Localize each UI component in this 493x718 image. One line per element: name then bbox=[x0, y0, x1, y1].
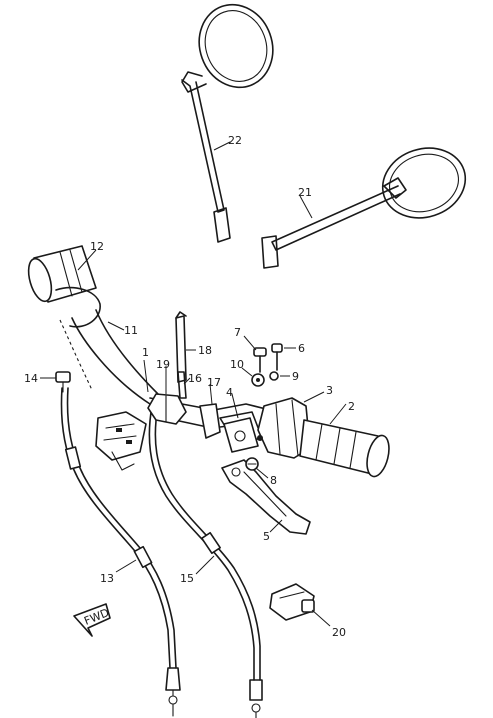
right-switch-housing-3[interactable] bbox=[257, 397, 311, 459]
callout-14: 14 bbox=[24, 372, 38, 385]
pivot-bolt-8[interactable] bbox=[245, 457, 259, 471]
callout-labels: 1 2 3 4 5 6 7 8 9 10 11 12 13 14 15 16 1… bbox=[24, 134, 355, 639]
callout-22: 22 bbox=[228, 134, 242, 147]
callout-8: 8 bbox=[270, 474, 277, 487]
callout-5: 5 bbox=[263, 530, 270, 543]
leader-lines bbox=[40, 141, 347, 627]
callout-6: 6 bbox=[298, 342, 305, 355]
callout-1: 1 bbox=[142, 346, 149, 359]
callout-20: 20 bbox=[332, 626, 346, 639]
lever-holder-4[interactable] bbox=[223, 417, 259, 453]
throttle-cable-15[interactable] bbox=[148, 405, 263, 718]
callout-10: 10 bbox=[230, 358, 244, 371]
callout-18: 18 bbox=[198, 344, 212, 357]
left-grip-12[interactable] bbox=[24, 245, 97, 304]
screw-7[interactable] bbox=[253, 347, 267, 373]
cable-joint-20[interactable] bbox=[269, 583, 315, 621]
callout-15: 15 bbox=[180, 572, 194, 585]
callout-21: 21 bbox=[298, 186, 312, 199]
clutch-cable-13[interactable] bbox=[60, 387, 181, 717]
rod-16[interactable] bbox=[177, 371, 187, 399]
callout-11: 11 bbox=[124, 324, 138, 337]
callout-2: 2 bbox=[348, 400, 355, 413]
callout-16: 16 bbox=[188, 372, 202, 385]
washer-10[interactable] bbox=[251, 373, 265, 387]
callout-7: 7 bbox=[234, 326, 241, 339]
callout-13: 13 bbox=[100, 572, 114, 585]
callout-3: 3 bbox=[326, 384, 333, 397]
forward-arrow: FWD bbox=[73, 603, 111, 637]
callout-12: 12 bbox=[90, 240, 104, 253]
washer-9[interactable] bbox=[269, 371, 279, 381]
callout-19: 19 bbox=[156, 358, 170, 371]
brake-lever-5[interactable] bbox=[221, 459, 311, 535]
callout-9: 9 bbox=[292, 370, 299, 383]
callout-4: 4 bbox=[226, 386, 233, 399]
adjuster-14[interactable] bbox=[55, 371, 71, 393]
cable-guide-18[interactable] bbox=[175, 311, 187, 383]
right-grip-2[interactable] bbox=[299, 419, 393, 479]
left-switch-cluster[interactable] bbox=[95, 411, 147, 471]
clutch-lever-bracket-11[interactable] bbox=[55, 286, 159, 405]
screw-6[interactable] bbox=[271, 343, 283, 371]
mirror-21[interactable] bbox=[261, 138, 474, 269]
mirror-22[interactable] bbox=[181, 0, 284, 243]
callout-17: 17 bbox=[207, 376, 221, 389]
